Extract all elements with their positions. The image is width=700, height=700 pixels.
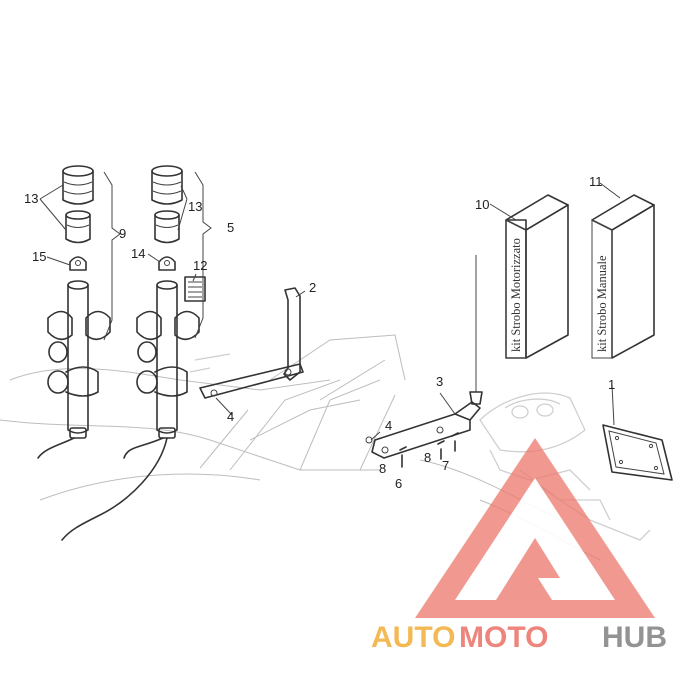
callout-6: 6 [395,476,402,491]
callout-4-right: 4 [385,418,392,433]
callout-9: 9 [119,226,126,241]
callout-4-left: 4 [227,409,234,424]
callout-3: 3 [436,374,443,389]
group-brackets [103,171,212,341]
logo-text-auto: AUTO [371,621,455,654]
callout-8-left: 8 [379,461,386,476]
callout-8-right: 8 [424,450,431,465]
kit-label-manuale: kit Strobo Manuale [595,255,609,352]
callout-12: 12 [193,258,207,273]
callout-13-left: 13 [24,191,38,206]
callout-11: 11 [589,174,603,189]
strobe-assembly-left [37,165,111,459]
logo-text-moto: MOTO [459,621,548,654]
callout-15: 15 [32,249,46,264]
logo-triangle-mark [496,538,560,600]
kit-box-manuale [591,194,655,359]
callout-1: 1 [608,377,615,392]
callout-14: 14 [131,246,145,261]
callout-13-right: 13 [188,199,202,214]
kit-label-motorizzato: kit Strobo Motorizzato [509,238,523,352]
callout-5: 5 [227,220,234,235]
callout-10: 10 [475,197,489,212]
automotohub-logo: AUTO MOTO HUB [371,438,667,654]
strobe-assembly-right [61,165,206,541]
callout-2: 2 [309,280,316,295]
license-plate-panel [602,424,673,481]
support-bracket [189,287,304,399]
leader-lines [39,182,621,441]
logo-text-hub: HUB [602,621,667,654]
callout-7: 7 [442,458,449,473]
